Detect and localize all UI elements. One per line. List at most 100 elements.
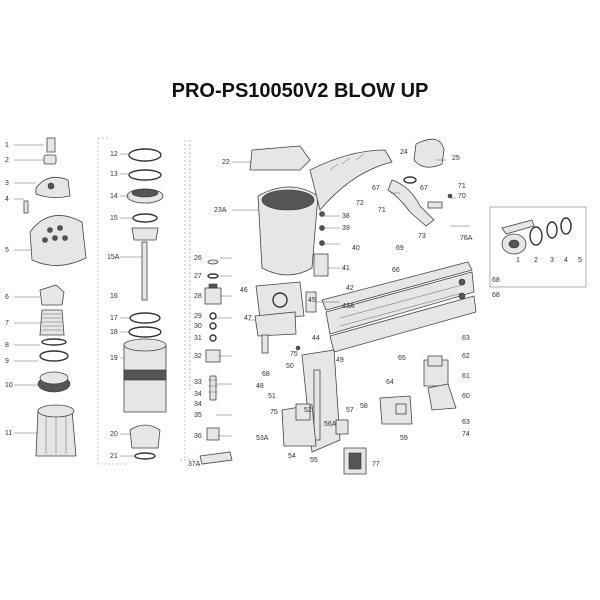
- part-label: 53A: [256, 435, 269, 442]
- part-label: 60: [462, 393, 470, 400]
- part-label: 76A: [460, 235, 473, 242]
- part-label: 21: [110, 453, 118, 460]
- part-label: 19: [110, 355, 118, 362]
- leader-lines: [14, 144, 470, 457]
- part-label: 29: [194, 313, 202, 320]
- diagram-title: PRO-PS10050V2 BLOW UP: [171, 80, 429, 102]
- part-label: 28: [194, 293, 202, 300]
- part-label: 15: [110, 215, 118, 222]
- part-label: 30: [194, 323, 202, 330]
- magazine: [321, 261, 477, 353]
- part-label: 68: [492, 277, 500, 284]
- part-label: 5: [5, 247, 9, 254]
- valve-assembly: [180, 140, 233, 465]
- part-label: 25: [452, 155, 460, 162]
- part-label: 47: [244, 315, 252, 322]
- part-label: 72: [356, 200, 364, 207]
- part-label: 7: [5, 320, 9, 327]
- part-label: 1: [516, 257, 520, 264]
- part-label: 33: [194, 379, 202, 386]
- housing: [249, 145, 393, 337]
- part-label: 61: [462, 373, 470, 380]
- part-label: 68: [492, 292, 500, 299]
- part-label: 40: [352, 245, 360, 252]
- part-label: 48: [256, 383, 264, 390]
- part-label: 42: [346, 285, 354, 292]
- part-label: 37A: [188, 461, 201, 468]
- part-label: 1: [5, 142, 9, 149]
- part-label: 15A: [107, 254, 120, 261]
- part-label: 12: [110, 151, 118, 158]
- part-label: 46: [240, 287, 248, 294]
- part-label: 67: [372, 185, 380, 192]
- cap-assembly: [23, 137, 87, 457]
- part-label: 41: [342, 265, 350, 272]
- part-label: 24: [400, 149, 408, 156]
- part-label: 69: [396, 245, 404, 252]
- part-label: 71: [458, 183, 466, 190]
- part-label: 68: [262, 371, 270, 378]
- part-label: 75: [290, 351, 298, 358]
- part-label: 10: [5, 382, 13, 389]
- part-label: 20: [110, 431, 118, 438]
- lever-assembly: [387, 138, 453, 227]
- part-label: 57: [346, 407, 354, 414]
- inset-panel: [489, 206, 587, 288]
- part-label: 17: [110, 315, 118, 322]
- part-label: 56A: [324, 421, 337, 428]
- part-label: 45: [308, 297, 316, 304]
- part-label: 65: [398, 355, 406, 362]
- part-label: 67: [420, 185, 428, 192]
- part-label: 55: [310, 457, 318, 464]
- part-label: 6: [5, 294, 9, 301]
- part-label: 73: [418, 233, 426, 240]
- part-label: 4: [564, 257, 568, 264]
- part-label: 75: [270, 409, 278, 416]
- part-label: 23A: [214, 207, 227, 214]
- part-label: 31: [194, 335, 202, 342]
- part-label: 63: [462, 419, 470, 426]
- part-label: 38: [342, 213, 350, 220]
- part-label: 2: [5, 157, 9, 164]
- nose-assembly: [281, 349, 457, 475]
- part-label: 70: [458, 193, 466, 200]
- part-label: 77: [372, 461, 380, 468]
- part-label: 63: [462, 335, 470, 342]
- part-label: 13: [110, 171, 118, 178]
- part-label: 71: [378, 207, 386, 214]
- part-label: 5: [578, 257, 582, 264]
- part-label: 4: [5, 196, 9, 203]
- part-label: 49: [336, 357, 344, 364]
- part-label: 16: [110, 293, 118, 300]
- part-label: 2: [534, 257, 538, 264]
- part-label: 22: [222, 159, 230, 166]
- part-label: 59: [400, 435, 408, 442]
- part-label: 26: [194, 255, 202, 262]
- part-label: 34: [194, 401, 202, 408]
- part-label: 44: [312, 335, 320, 342]
- part-label: 36: [194, 433, 202, 440]
- part-label: 27: [194, 273, 202, 280]
- part-label: 54: [288, 453, 296, 460]
- part-label: 50: [286, 363, 294, 370]
- part-label: 58: [360, 403, 368, 410]
- part-label: 9: [5, 358, 9, 365]
- cylinder-assembly: [97, 137, 186, 465]
- part-label: 8: [5, 342, 9, 349]
- part-label: 34: [194, 391, 202, 398]
- part-label: 18: [110, 329, 118, 336]
- part-label: 35: [194, 412, 202, 419]
- part-label: 51: [268, 393, 276, 400]
- part-label: 3: [550, 257, 554, 264]
- part-label: 39: [342, 225, 350, 232]
- part-label: 52: [304, 407, 312, 414]
- part-label: 43A: [342, 303, 355, 310]
- part-label: 64: [386, 379, 394, 386]
- part-label: 14: [110, 193, 118, 200]
- part-label: 62: [462, 353, 470, 360]
- part-label: 11: [5, 430, 12, 437]
- part-labels: 1 2 3 4 5 6 7 8 9 10 11 12 13 14 15 15A …: [5, 142, 582, 468]
- part-label: 3: [5, 180, 9, 187]
- part-label: 32: [194, 353, 202, 360]
